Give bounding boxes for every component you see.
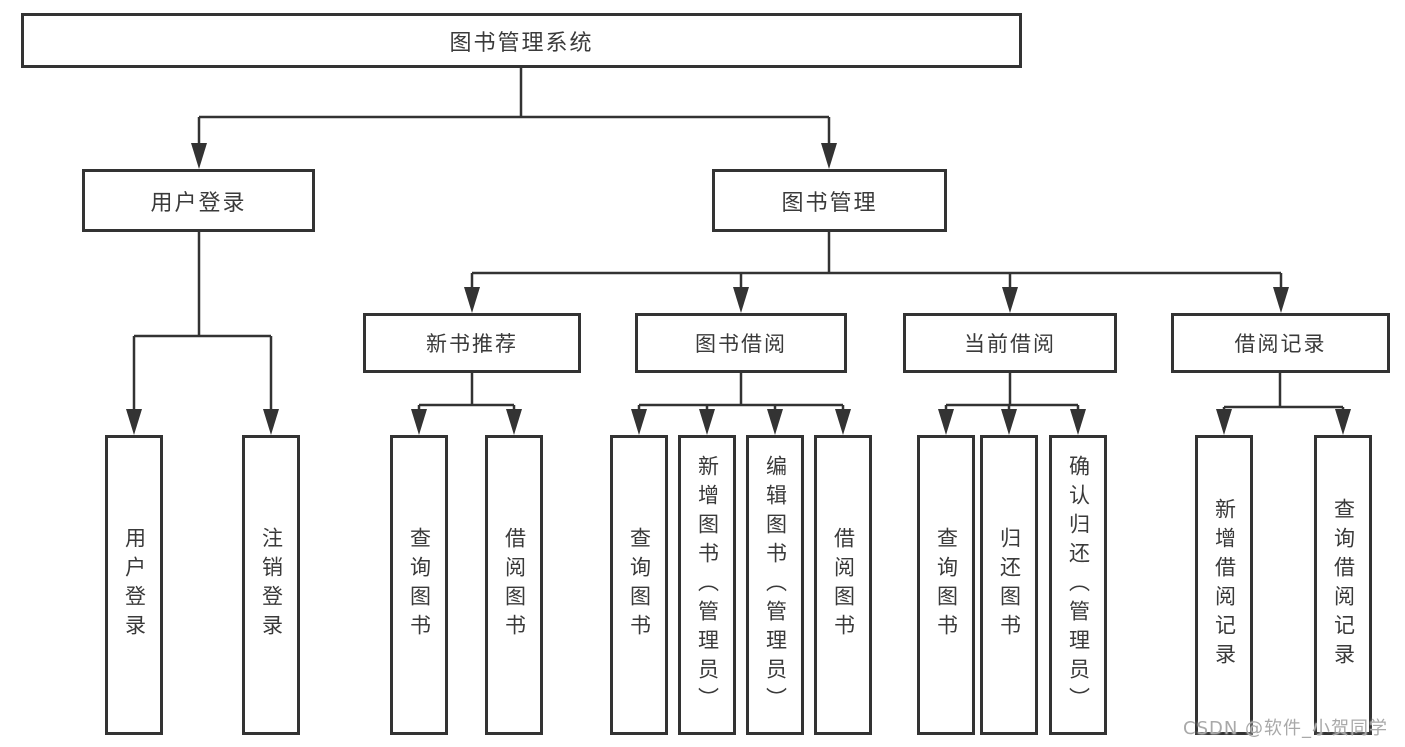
leaf-confirm-return-admin: 确认归还（管理员） <box>1049 435 1107 735</box>
node-label: 借阅记录 <box>1234 332 1327 356</box>
node-label: 图书管理系统 <box>449 30 594 56</box>
node-library-management-system: 图书管理系统 <box>21 13 1022 68</box>
node-new-book-recommend: 新书推荐 <box>363 313 581 373</box>
leaf-add-borrow-record: 新增借阅记录 <box>1195 435 1253 735</box>
node-label: 新增图书（管理员） <box>695 454 720 716</box>
leaf-logout: 注销登录 <box>242 435 300 735</box>
leaf-user-login: 用户登录 <box>105 435 163 735</box>
node-book-management: 图书管理 <box>712 169 947 232</box>
arrowheads <box>126 143 1351 435</box>
node-label: 用户登录 <box>122 527 147 643</box>
node-label: 图书管理 <box>781 190 878 216</box>
leaf-query-books-current: 查询图书 <box>917 435 975 735</box>
node-label: 借阅图书 <box>502 527 527 643</box>
node-label: 编辑图书（管理员） <box>763 454 788 716</box>
node-label: 新增借阅记录 <box>1212 498 1237 672</box>
leaf-return-books: 归还图书 <box>980 435 1038 735</box>
csdn-watermark: CSDN @软件_小贺同学 <box>1183 718 1389 739</box>
leaf-borrow-books-borrowing: 借阅图书 <box>814 435 872 735</box>
node-label: 归还图书 <box>997 527 1022 643</box>
node-label: 新书推荐 <box>426 332 518 356</box>
leaf-query-books-borrowing: 查询图书 <box>610 435 668 735</box>
node-borrowing-records: 借阅记录 <box>1171 313 1390 373</box>
node-label: 查询图书 <box>407 527 432 643</box>
node-label: 查询图书 <box>627 527 652 643</box>
node-book-borrowing: 图书借阅 <box>635 313 847 373</box>
leaf-add-books-admin: 新增图书（管理员） <box>678 435 736 735</box>
leaf-borrow-books-recommend: 借阅图书 <box>485 435 543 735</box>
node-label: 查询借阅记录 <box>1331 498 1356 672</box>
node-user-login: 用户登录 <box>82 169 315 232</box>
node-label: 注销登录 <box>259 527 284 643</box>
leaf-edit-books-admin: 编辑图书（管理员） <box>746 435 804 735</box>
node-label: 借阅图书 <box>831 527 856 643</box>
node-label: 图书借阅 <box>695 332 787 356</box>
leaf-query-books-recommend: 查询图书 <box>390 435 448 735</box>
node-current-borrowing: 当前借阅 <box>903 313 1117 373</box>
node-label: 查询图书 <box>934 527 959 643</box>
node-label: 当前借阅 <box>964 332 1056 356</box>
node-label: 确认归还（管理员） <box>1066 454 1091 716</box>
node-label: 用户登录 <box>150 190 247 216</box>
leaf-query-borrow-record: 查询借阅记录 <box>1314 435 1372 735</box>
